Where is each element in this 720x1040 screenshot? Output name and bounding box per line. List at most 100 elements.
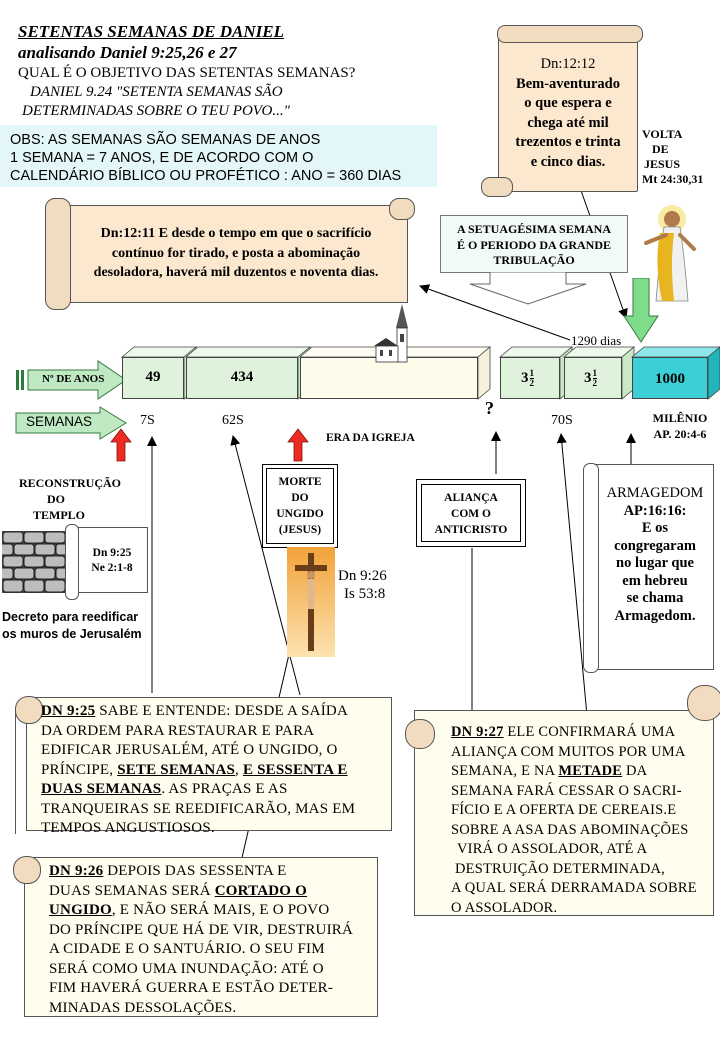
small-scroll-line-2: Ne 2:1-8: [91, 562, 133, 574]
era-da-igreja: ERA DA IGREJA: [326, 432, 415, 444]
dn1212-line-2: Bem-aventurado: [516, 75, 620, 92]
morte-box: MORTE DO UNGIDO (JESUS): [262, 464, 338, 548]
morte-line-1: MORTE: [278, 476, 322, 488]
dn927-line-2: ALIANÇA COM MUITOS POR UMA: [451, 743, 686, 760]
dn927-line-6: SOBRE A ASA DAS ABOMINAÇÕES: [451, 821, 689, 838]
reconstrucao-line-1: RECONSTRUÇÃO: [18, 476, 121, 490]
half-week-1-num: 1: [529, 368, 534, 379]
dn926-line-7: FIM HAVERÁ GUERRA E ESTÃO DETER-: [49, 980, 334, 996]
dn927-line-3a: SEMANA, E NA: [451, 763, 559, 779]
small-scroll-roll: [65, 524, 79, 600]
question-mark: ?: [485, 398, 494, 418]
setuagesima-line-2: É O PERIODO DA GRANDE: [456, 237, 611, 252]
dn925-line-5b: . AS PRAÇAS E AS: [161, 781, 288, 797]
segment-49-label: 49: [145, 369, 161, 385]
reconstrucao-label: RECONSTRUÇÃO DO TEMPLO: [10, 475, 130, 523]
dn925-sete-semanas: SETE SEMANAS: [117, 761, 236, 778]
small-scroll: Dn 9:25 Ne 2:1-8: [65, 524, 148, 600]
half-week-2-num: 1: [592, 368, 597, 379]
dn927-line-4: SEMANA FARÁ CESSAR O SACRI-: [451, 782, 682, 799]
milenio-line-2: AP. 20:4-6: [653, 427, 707, 441]
obs-line-1: OBS: AS SEMANAS SÃO SEMANAS DE ANOS: [10, 132, 321, 148]
segment-434: 434: [186, 357, 298, 399]
small-scroll-line-1: Dn 9:25: [92, 547, 132, 559]
dn926-line-5: A CIDADE E O SANTUÁRIO. O SEU FIM: [49, 941, 325, 957]
dn1211-line-1: Dn:12:11 E desde o tempo em que o sacrif…: [100, 226, 372, 241]
dn925-duas-semanas: DUAS SEMANAS: [41, 781, 162, 797]
dn925-line-1: SABE E ENTENDE: DESDE A SAÍDA: [95, 703, 348, 719]
anos-label: Nº DE ANOS: [42, 373, 105, 385]
dn926-ref: DN 9:26: [49, 863, 104, 879]
decreto-line-2: os muros de Jerusalém: [2, 627, 142, 641]
dn1212-line-4: chega até mil: [527, 114, 609, 131]
dn927-roll-left: [405, 719, 435, 749]
dn925-line-4a: PRÍNCIPE,: [41, 761, 118, 778]
dn927-line-7: VIRÁ O ASSOLADOR, ATÉ A: [457, 841, 648, 857]
milenio-line-1: MILÊNIO: [652, 411, 708, 425]
obs-line-2: 1 SEMANA = 7 ANOS, E DE ACORDO COM O: [10, 150, 314, 166]
dn1212-line-5: trezentos e trinta: [515, 134, 621, 150]
dn925-sessenta: E SESSENTA E: [242, 761, 348, 778]
volta-line-3: JESUS: [644, 157, 681, 171]
volta-de-jesus: VOLTA DE JESUS Mt 24:30,31: [642, 127, 703, 187]
subtitle: analisando Daniel 9:25,26 e 27: [18, 43, 237, 62]
weeks-62s: 62S: [222, 413, 244, 428]
morte-line-2: DO: [291, 492, 309, 504]
dn926-line-1: DEPOIS DAS SESSENTA E: [103, 863, 287, 879]
scroll-roll-left: [45, 198, 71, 310]
armagedom-line-5: no lugar que: [616, 555, 694, 571]
dn926-line-6: SERÁ COMO UMA INUNDAÇÃO: ATÉ O: [49, 960, 324, 977]
dn926-roll-top: [13, 856, 41, 884]
scroll-dn926: DN 9:26 DEPOIS DAS SESSENTA E DUAS SEMAN…: [13, 856, 378, 1017]
crucifix-icon: [287, 547, 335, 657]
armagedom-line-6: em hebreu: [622, 572, 688, 589]
setuagesima-down-arrow: [469, 272, 587, 305]
cross-ref-2: Is 53:8: [344, 586, 386, 602]
green-down-arrow: [623, 278, 659, 343]
volta-line-2: DE: [652, 142, 669, 156]
milenio-label: MILÊNIO AP. 20:4-6: [640, 410, 720, 442]
red-up-arrow-2: [287, 428, 309, 462]
semanas-arrow: [15, 406, 127, 440]
dn925-line-3: EDIFICAR JERUSALÉM, ATÉ O UNGIDO, O: [41, 742, 338, 758]
dn1212-line-1: Dn:12:12: [540, 56, 596, 72]
obs-line-3: CALENDÁRIO BÍBLICO OU PROFÉTICO : ANO = …: [10, 168, 402, 184]
dn927-line-8: DESTRUIÇÃO DETERMINADA,: [455, 860, 666, 877]
dn1211-line-3: desoladora, haverá mil duzentos e novent…: [93, 265, 379, 280]
half-week-2-whole: 3: [584, 369, 592, 386]
verse-line-1: DANIEL 9.24 "SETENTA SEMANAS SÃO: [30, 84, 283, 100]
scroll-roll-top: [497, 25, 643, 43]
armagedom-line-1: ARMAGEDOM: [606, 485, 704, 501]
armagedom-line-4: congregaram: [614, 537, 696, 554]
decreto-line-1: Decreto para reedificar: [2, 610, 139, 624]
armagedom-line-3: E os: [641, 520, 669, 536]
alianca-line-3: ANTICRISTO: [434, 524, 508, 536]
jesus-figure-icon: [644, 205, 696, 302]
obs-box: OBS: AS SEMANAS SÃO SEMANAS DE ANOS 1 SE…: [0, 125, 437, 187]
dn925-line-7: TEMPOS ANGUSTIOSOS.: [41, 820, 215, 836]
brick-wall-icon: [2, 531, 66, 593]
dn925-line-2: DA ORDEM PARA RESTAURAR E PARA: [41, 722, 315, 739]
title: SETENTAS SEMANAS DE DANIEL: [18, 22, 284, 41]
dn927-metade: METADE: [558, 763, 623, 779]
scroll-dn925: DN 9:25 SABE E ENTENDE: DESDE A SAÍDA DA…: [15, 696, 392, 836]
half-week-1-den: 2: [529, 378, 535, 388]
dn925-line-6: TRANQUEIRAS SE REEDIFICARÃO, MAS EM: [41, 800, 356, 817]
dn927-line-1: ELE CONFIRMARÁ UMA: [503, 724, 676, 740]
segment-434-label: 434: [230, 369, 254, 385]
morte-line-3: UNGIDO: [276, 508, 324, 520]
verse-line-2: DETERMINADAS SOBRE O TEU POVO...": [22, 103, 290, 119]
dn926-line-3b: , E NÃO SERÁ MAIS, E O POVO: [111, 902, 330, 918]
reconstrucao-line-3: TEMPLO: [32, 508, 85, 522]
dn926-line-2a: DUAS SEMANAS SERÁ: [49, 882, 215, 899]
half-week-1-whole: 3: [521, 369, 529, 386]
dn925-ref: DN 9:25: [41, 703, 96, 719]
dn1212-line-3: o que espera e: [524, 95, 612, 111]
dn926-cortado: CORTADO O: [214, 882, 307, 899]
volta-line-4: Mt 24:30,31: [642, 172, 704, 186]
dn926-line-8: MINADAS DESSOLAÇÕES.: [49, 999, 237, 1016]
decreto-label: Decreto para reedificar os muros de Jeru…: [2, 609, 142, 643]
segment-church-age: [300, 357, 478, 399]
armagedom-line-8: Armagedom.: [614, 607, 696, 624]
